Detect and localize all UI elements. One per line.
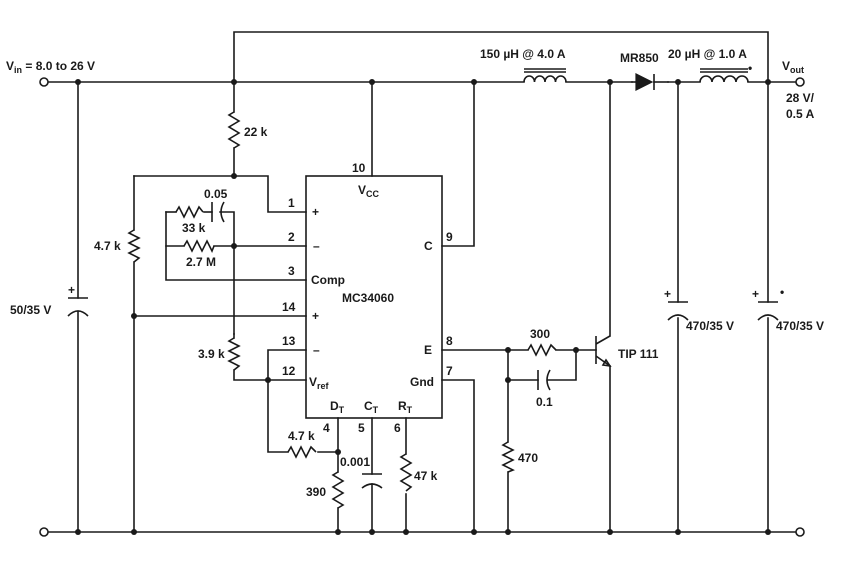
resistor-390: 390 xyxy=(306,471,345,509)
ic-rt-label: RT xyxy=(398,399,413,415)
capacitor-0-001: 0.001 xyxy=(340,455,383,489)
vin-label: Vin = 8.0 to 26 V xyxy=(6,59,95,75)
svg-text:22 k: 22 k xyxy=(244,125,268,139)
svg-text:33 k: 33 k xyxy=(182,221,206,235)
inductor-150uh: 150 µH @ 4.0 A xyxy=(480,47,567,83)
svg-text:0.001: 0.001 xyxy=(340,455,370,469)
svg-text:+: + xyxy=(68,283,75,297)
ic-pin2-sign: – xyxy=(313,239,320,253)
svg-text:4.7 k: 4.7 k xyxy=(288,429,315,443)
pin-9-number: 9 xyxy=(446,230,453,244)
vout-terminal xyxy=(795,77,805,87)
pin-10-number: 10 xyxy=(352,161,366,175)
svg-text:390: 390 xyxy=(306,485,326,499)
ic-comp-label: Comp xyxy=(311,273,345,287)
pin-1-number: 1 xyxy=(288,196,295,210)
pin-12-number: 12 xyxy=(282,364,296,378)
resistor-33k: 33 k xyxy=(175,205,206,235)
resistor-2-7m: 2.7 M xyxy=(183,239,216,269)
ic-gnd-label: Gnd xyxy=(410,375,434,389)
pin-14-number: 14 xyxy=(282,300,296,314)
ic-body xyxy=(305,175,443,419)
resistor-22k: 22 k xyxy=(227,111,268,149)
svg-text:+: + xyxy=(664,287,671,301)
pin-7-number: 7 xyxy=(446,364,453,378)
svg-text:3.9 k: 3.9 k xyxy=(198,347,225,361)
resistor-4-7k-left: 4.7 k xyxy=(94,229,141,263)
svg-text:0.05: 0.05 xyxy=(204,187,228,201)
capacitor-0-05: 0.05 xyxy=(204,187,228,223)
ic-name: MC34060 xyxy=(342,291,394,305)
svg-text:Vin = 8.0 to 26 V: Vin = 8.0 to 26 V xyxy=(6,59,95,75)
svg-text:4.7 k: 4.7 k xyxy=(94,239,121,253)
svg-text:0.5 A: 0.5 A xyxy=(786,107,815,121)
svg-text:150 µH @ 4.0 A: 150 µH @ 4.0 A xyxy=(480,47,566,61)
resistor-47k-rt: 47 k xyxy=(399,453,438,492)
ic-pin1-sign: + xyxy=(312,205,319,219)
ic-e-label: E xyxy=(424,343,432,357)
svg-text:MR850: MR850 xyxy=(620,51,659,65)
mc34060-ic: MC34060 VCC + – Comp + – Vref C E Gnd DT… xyxy=(282,161,453,435)
wiring xyxy=(47,31,798,533)
terminals xyxy=(39,77,805,537)
svg-text:300: 300 xyxy=(530,327,550,341)
pin-13-number: 13 xyxy=(282,334,296,348)
vin-terminal xyxy=(39,77,49,87)
pin-4-number: 4 xyxy=(323,421,330,435)
svg-text:47 k: 47 k xyxy=(414,469,438,483)
resistor-470: 470 xyxy=(501,441,538,473)
svg-text:•: • xyxy=(780,285,784,299)
svg-text:•: • xyxy=(748,61,752,75)
svg-text:20 µH @ 1.0 A: 20 µH @ 1.0 A xyxy=(668,47,747,61)
pin-8-number: 8 xyxy=(446,334,453,348)
svg-text:470/35 V: 470/35 V xyxy=(776,319,824,333)
ic-c-label: C xyxy=(424,239,433,253)
svg-text:TIP 111: TIP 111 xyxy=(618,347,659,361)
ic-vcc-label: VCC xyxy=(358,183,380,199)
diode-mr850: MR850 xyxy=(620,51,669,91)
svg-text:0.1: 0.1 xyxy=(536,395,553,409)
ic-ct-label: CT xyxy=(364,399,379,415)
ic-pin14-sign: + xyxy=(312,309,319,323)
ic-pin13-sign: – xyxy=(313,343,320,357)
svg-text:2.7 M: 2.7 M xyxy=(186,255,216,269)
pin-3-number: 3 xyxy=(288,264,295,278)
inductor-20uh: 20 µH @ 1.0 A • xyxy=(668,47,752,83)
capacitor-470-35v-1: + 470/35 V xyxy=(664,287,734,333)
capacitor-0-1: 0.1 xyxy=(536,369,553,409)
capacitor-470-35v-2: + • 470/35 V xyxy=(752,285,824,333)
svg-text:28 V/: 28 V/ xyxy=(786,91,815,105)
pin-6-number: 6 xyxy=(394,421,401,435)
resistor-4-7k-dt: 4.7 k xyxy=(287,429,317,459)
capacitor-50-35v: + 50/35 V xyxy=(10,283,89,317)
resistor-300: 300 xyxy=(527,327,557,357)
vout-label: Vout 28 V/ 0.5 A xyxy=(782,59,815,121)
junction-dots xyxy=(75,79,771,535)
ic-dt-label: DT xyxy=(330,399,345,415)
svg-text:50/35 V: 50/35 V xyxy=(10,303,51,317)
svg-text:+: + xyxy=(752,287,759,301)
transistor-tip111: TIP 111 xyxy=(595,335,659,368)
ground-terminal-left xyxy=(39,527,49,537)
ground-terminal-right xyxy=(795,527,805,537)
svg-text:470: 470 xyxy=(518,451,538,465)
pin-5-number: 5 xyxy=(358,421,365,435)
svg-text:Vout: Vout xyxy=(782,59,804,75)
resistor-3-9k: 3.9 k xyxy=(198,337,241,371)
ic-vref-label: Vref xyxy=(309,375,330,391)
pin-2-number: 2 xyxy=(288,230,295,244)
svg-text:470/35 V: 470/35 V xyxy=(686,319,734,333)
